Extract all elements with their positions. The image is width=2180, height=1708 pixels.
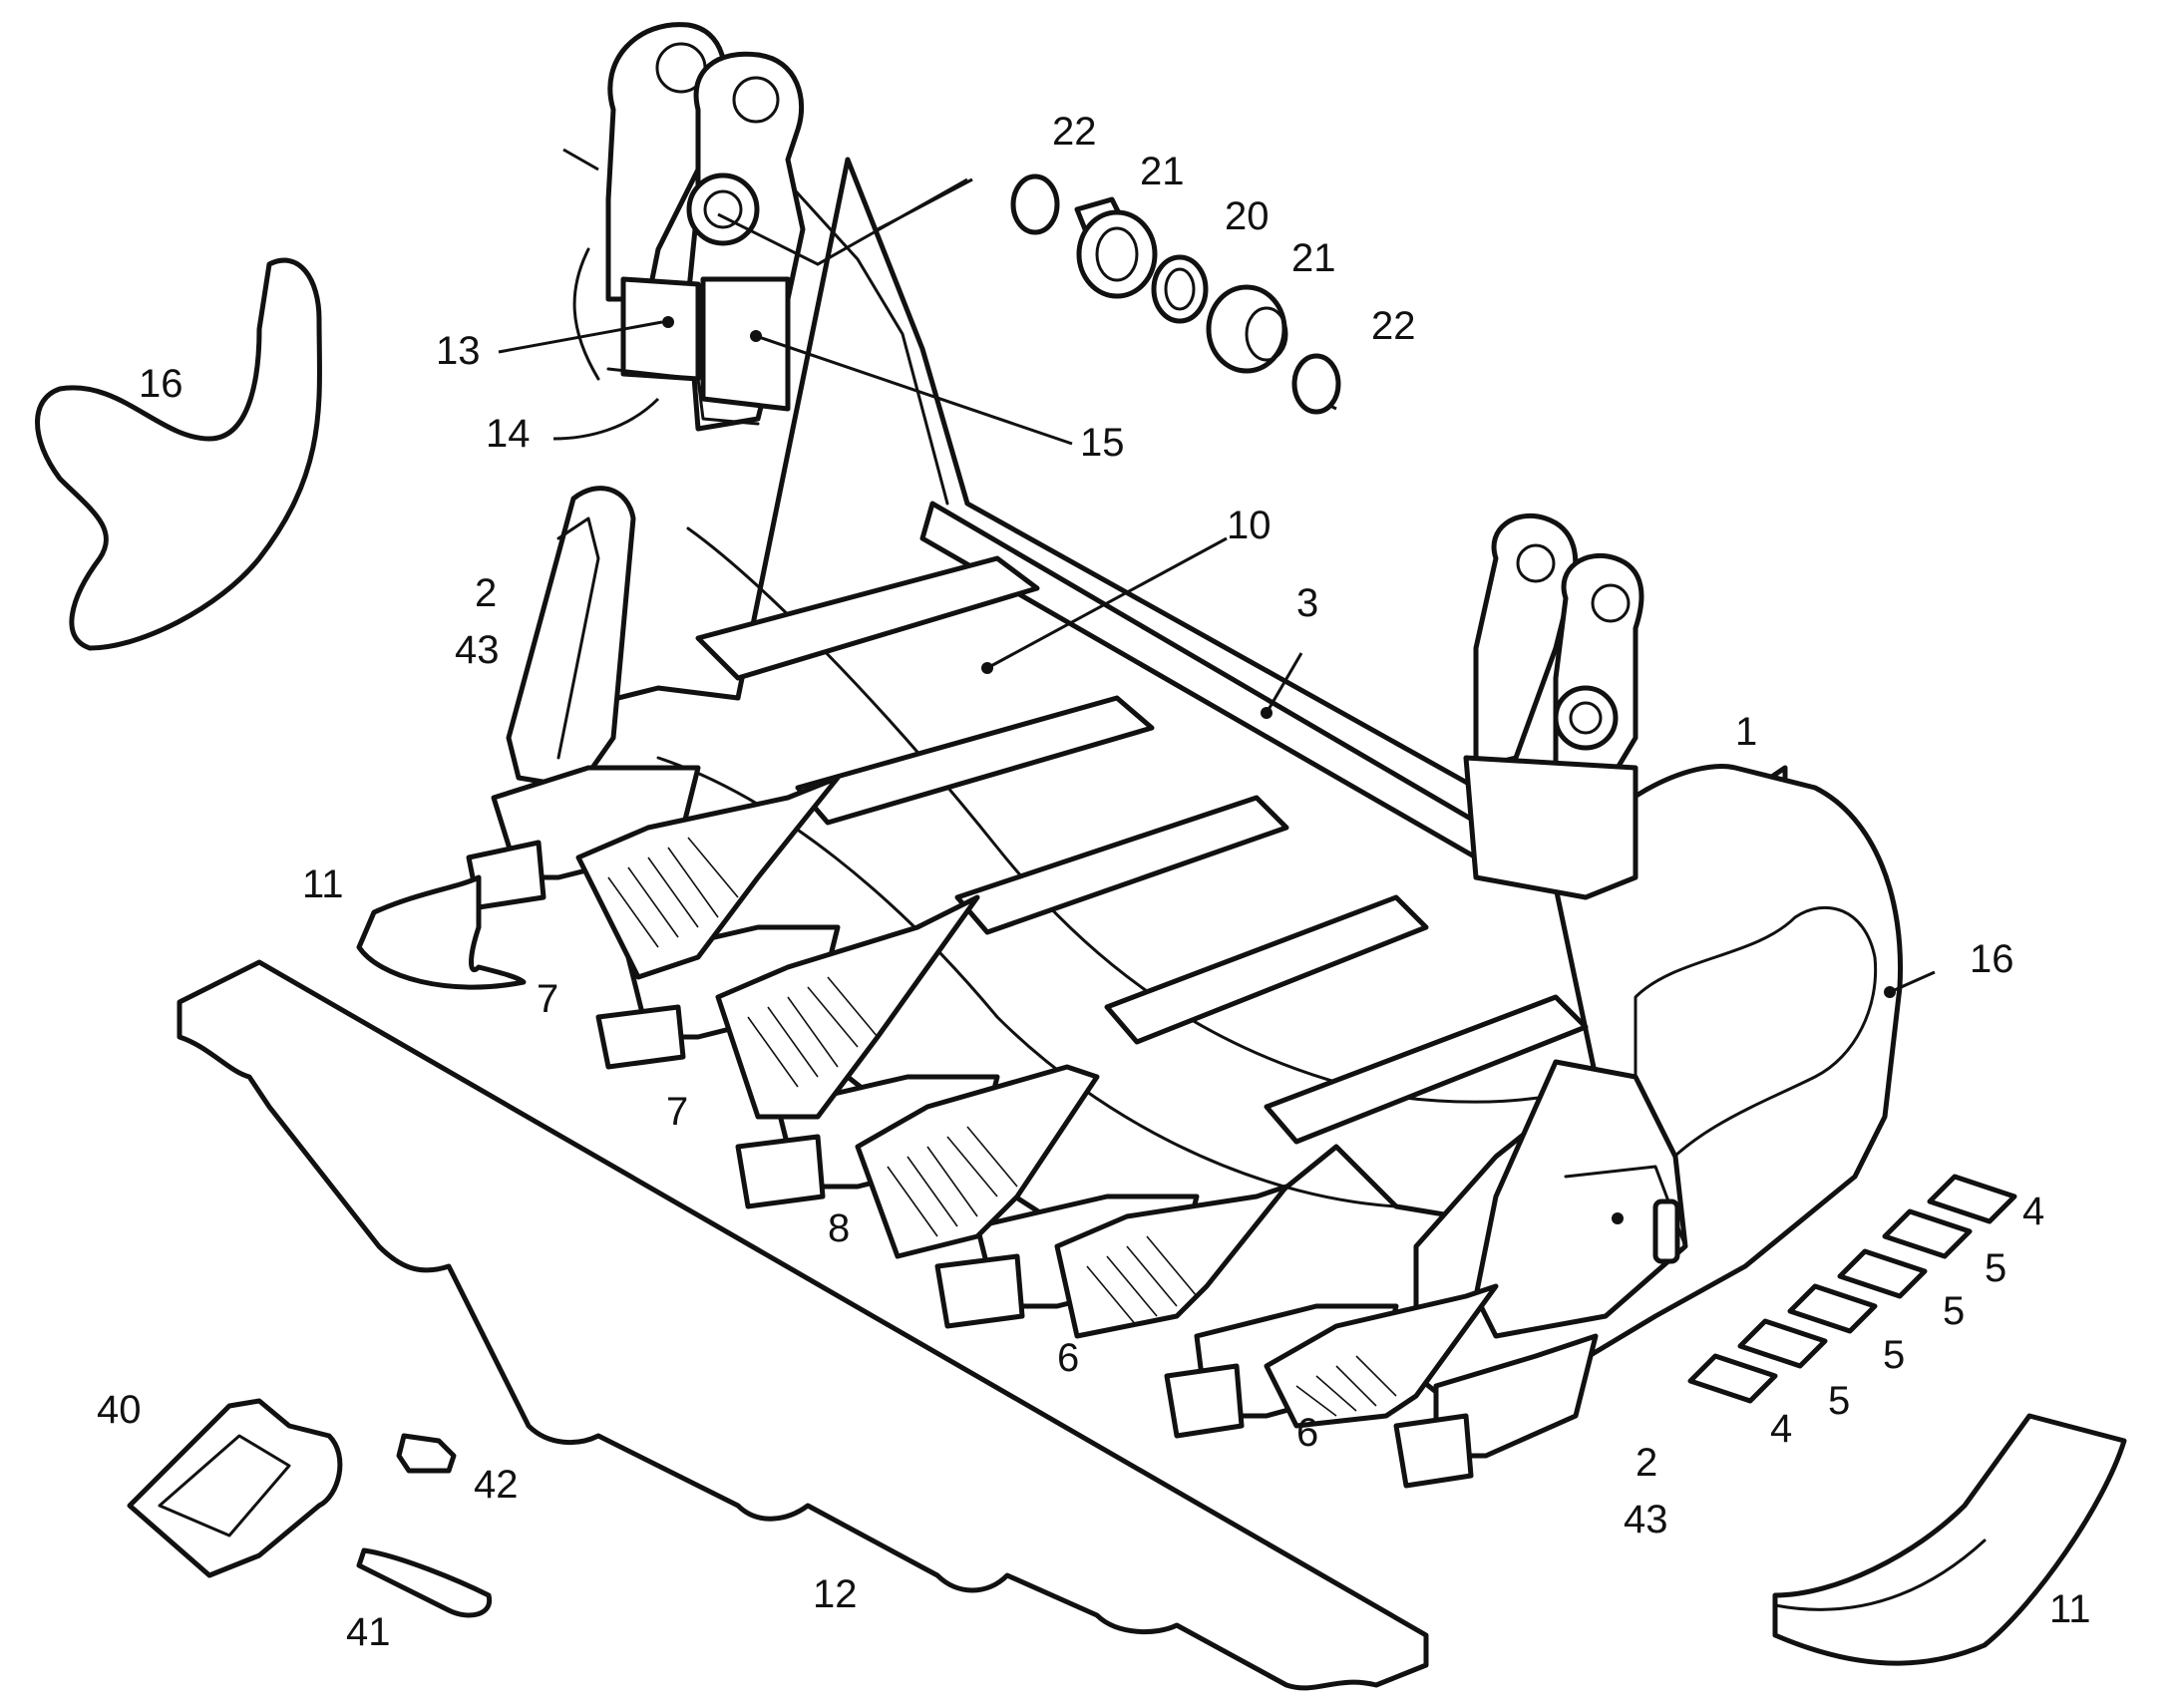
callout-5-first: 5	[1985, 1246, 2006, 1290]
callout-labels: 22 21 20 21 22 13 14 15 16 10 3 1 16 2 4…	[97, 110, 2091, 1654]
callout-6-left: 6	[1057, 1336, 1079, 1380]
lock-42	[396, 1433, 457, 1474]
callout-2-right: 2	[1635, 1441, 1657, 1485]
callout-1: 1	[1735, 710, 1757, 754]
callout-43-left: 43	[455, 628, 500, 672]
snap-ring-right	[1291, 353, 1341, 415]
cutting-edge-11-left	[356, 874, 527, 990]
side-plate-16-loose	[35, 257, 322, 651]
left-hitch-bracket	[572, 22, 806, 432]
callout-12: 12	[813, 1572, 858, 1616]
callout-marker-13	[662, 316, 674, 328]
callout-6-right: 6	[1296, 1411, 1318, 1455]
spare-parts	[127, 1398, 493, 1618]
pin-41	[356, 1547, 493, 1618]
cutting-blade-12	[177, 959, 1429, 1691]
callout-7-lower: 7	[666, 1090, 688, 1134]
pin-components	[1010, 173, 1341, 415]
callout-3: 3	[1296, 581, 1318, 625]
callout-15: 15	[1080, 421, 1125, 465]
adapter-40	[127, 1398, 343, 1578]
callout-5-fourth: 5	[1828, 1379, 1850, 1423]
cutting-edge-11-right	[1772, 1413, 2127, 1666]
teeth-row	[466, 765, 1599, 1489]
callout-42: 42	[474, 1463, 519, 1507]
callout-22-top-right: 22	[1371, 304, 1416, 348]
callout-4-bottom: 4	[1770, 1407, 1792, 1451]
callout-20: 20	[1225, 194, 1270, 238]
callout-5-third: 5	[1883, 1333, 1905, 1377]
callout-43-right: 43	[1624, 1498, 1668, 1541]
callout-5-second: 5	[1943, 1289, 1965, 1333]
right-hitch-bracket	[1463, 512, 1644, 900]
pin-axis-line	[562, 148, 1337, 411]
callout-10: 10	[1227, 504, 1272, 547]
callout-4-top: 4	[2022, 1190, 2044, 1233]
callout-16-left: 16	[139, 362, 183, 406]
callout-22-top-left: 22	[1052, 110, 1097, 154]
right-side-cutter	[1473, 1059, 1688, 1339]
callout-2-left: 2	[475, 571, 497, 615]
callout-21-top-right: 21	[1291, 236, 1336, 280]
callout-14: 14	[486, 412, 531, 456]
callout-11-left: 11	[302, 862, 344, 906]
segment-plates	[1687, 1174, 2017, 1404]
snap-ring-left	[1010, 173, 1060, 235]
callout-11-right: 11	[2049, 1587, 2091, 1631]
callout-marker-2-right	[1612, 1212, 1624, 1224]
callout-7-upper: 7	[537, 977, 558, 1021]
callout-40: 40	[97, 1388, 142, 1432]
callout-8: 8	[828, 1206, 850, 1250]
wear-strips	[695, 555, 1589, 1145]
callout-41: 41	[346, 1610, 391, 1654]
callout-13: 13	[436, 329, 481, 373]
callout-21-top-left: 21	[1140, 150, 1185, 193]
leader-lines	[498, 320, 1936, 998]
spacer-ring	[1151, 254, 1209, 324]
callout-16-right: 16	[1970, 937, 2014, 981]
